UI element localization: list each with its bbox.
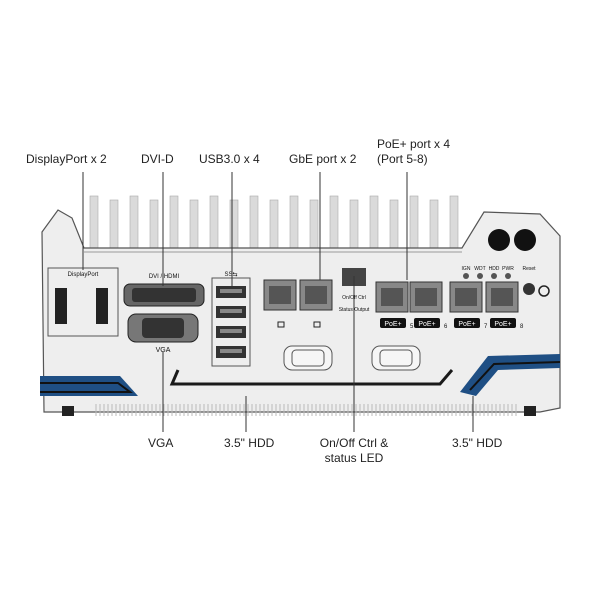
poe-badge-label: PoE+ [494,321,511,328]
callout-poe-line1: PoE+ port x 4 [377,137,451,151]
callout-onoff-line2: status LED [324,451,384,465]
poe-port-number: 6 [444,324,448,330]
displayport-panel-label: DisplayPort [68,272,99,278]
heatsink-fin [289,195,299,253]
heatsink-fin [409,195,419,253]
callout-dvi: DVI-D [141,152,174,166]
usb-port-tongue [220,329,242,333]
heatsink-fin [89,195,99,253]
poe-port-number: 8 [520,324,524,330]
heatsink-fin [249,195,259,253]
poe-badge-label: PoE+ [384,321,401,328]
vga-port-inner [142,318,184,338]
usb-port-tongue [220,289,242,293]
lan-port-socket [381,288,403,306]
usb-group-frame [211,277,251,367]
foot-left [62,406,74,416]
heatsink-fin [209,195,219,253]
heatsink-fin [329,195,339,253]
hdd-tray-left-inner [291,349,325,367]
callout-usb: USB3.0 x 4 [199,152,260,166]
callout-hdd-left: 3.5" HDD [224,436,275,450]
reset-label: Reset [522,266,536,272]
power-button-icon [538,285,550,297]
callout-lines [82,172,474,432]
foot-right [524,406,536,416]
network-icon [313,321,321,328]
led-pwr [505,273,511,279]
usb-panel-label: SS⇆ [224,271,237,278]
stripe-center-dark [169,369,454,386]
vga-panel-label: VGA [156,347,171,354]
poe-port-number: 7 [484,324,488,330]
heatsink-fin [449,195,459,253]
heatsink-fin [129,195,139,253]
poe-badge [490,318,516,328]
hdd-tray-left [283,345,333,371]
lan-ports [263,279,519,328]
poe-badge-label: PoE+ [458,321,475,328]
callout-vga: VGA [148,436,174,450]
lan-port-socket [491,288,513,306]
hdd-tray-right [371,345,421,371]
callout-onoff-line1: On/Off Ctrl & [319,436,389,450]
led-ign-label: IGN [462,266,471,272]
poe-badge-label: PoE+ [418,321,435,328]
led-hdd [491,273,497,279]
poe-badges: PoE+ 5 PoE+ 6 PoE+ 7 PoE+ 8 [380,318,524,330]
callout-gbe: GbE port x 2 [289,152,357,166]
callout-poe-line2: (Port 5-8) [377,152,428,166]
bottom-grille [95,404,517,416]
heatsink-fins [89,195,459,257]
reset-button [523,283,535,295]
usb-port-tongue [220,349,242,353]
lan-port-socket [269,286,291,304]
heatsink-fin [369,195,379,253]
lan-port-socket [455,288,477,306]
stripe-left-dark [40,382,133,393]
led-pwr-label: PWR [502,266,514,272]
callout-hdd-right: 3.5" HDD [452,436,503,450]
led-wdt-label: WDT [474,266,485,272]
hdd-tray-right-inner [379,349,413,367]
poe-badge [454,318,480,328]
poe-port-number: 5 [410,324,414,330]
led-wdt [477,273,483,279]
usb-ports [216,286,246,358]
led-hdd-label: HDD [489,266,500,272]
round-connector-left [488,229,510,251]
dvi-panel-label: DVI / HDMI [149,274,180,280]
dvi-port-inner [132,288,196,302]
round-connector-right [514,229,536,251]
displayport-port-2 [96,288,108,324]
stripe-right-dark [469,361,561,391]
displayport-port-1 [55,288,67,324]
led-ign [463,273,469,279]
lan-port-socket [305,286,327,304]
network-icon [277,321,285,328]
usb-port-tongue [220,309,242,313]
stripe-right-blue [460,354,560,396]
poe-badge [414,318,440,328]
lan-port-socket [415,288,437,306]
heatsink-fin [169,195,179,253]
chassis-body [41,209,561,413]
poe-badge [380,318,406,328]
callout-displayport: DisplayPort x 2 [26,152,107,166]
